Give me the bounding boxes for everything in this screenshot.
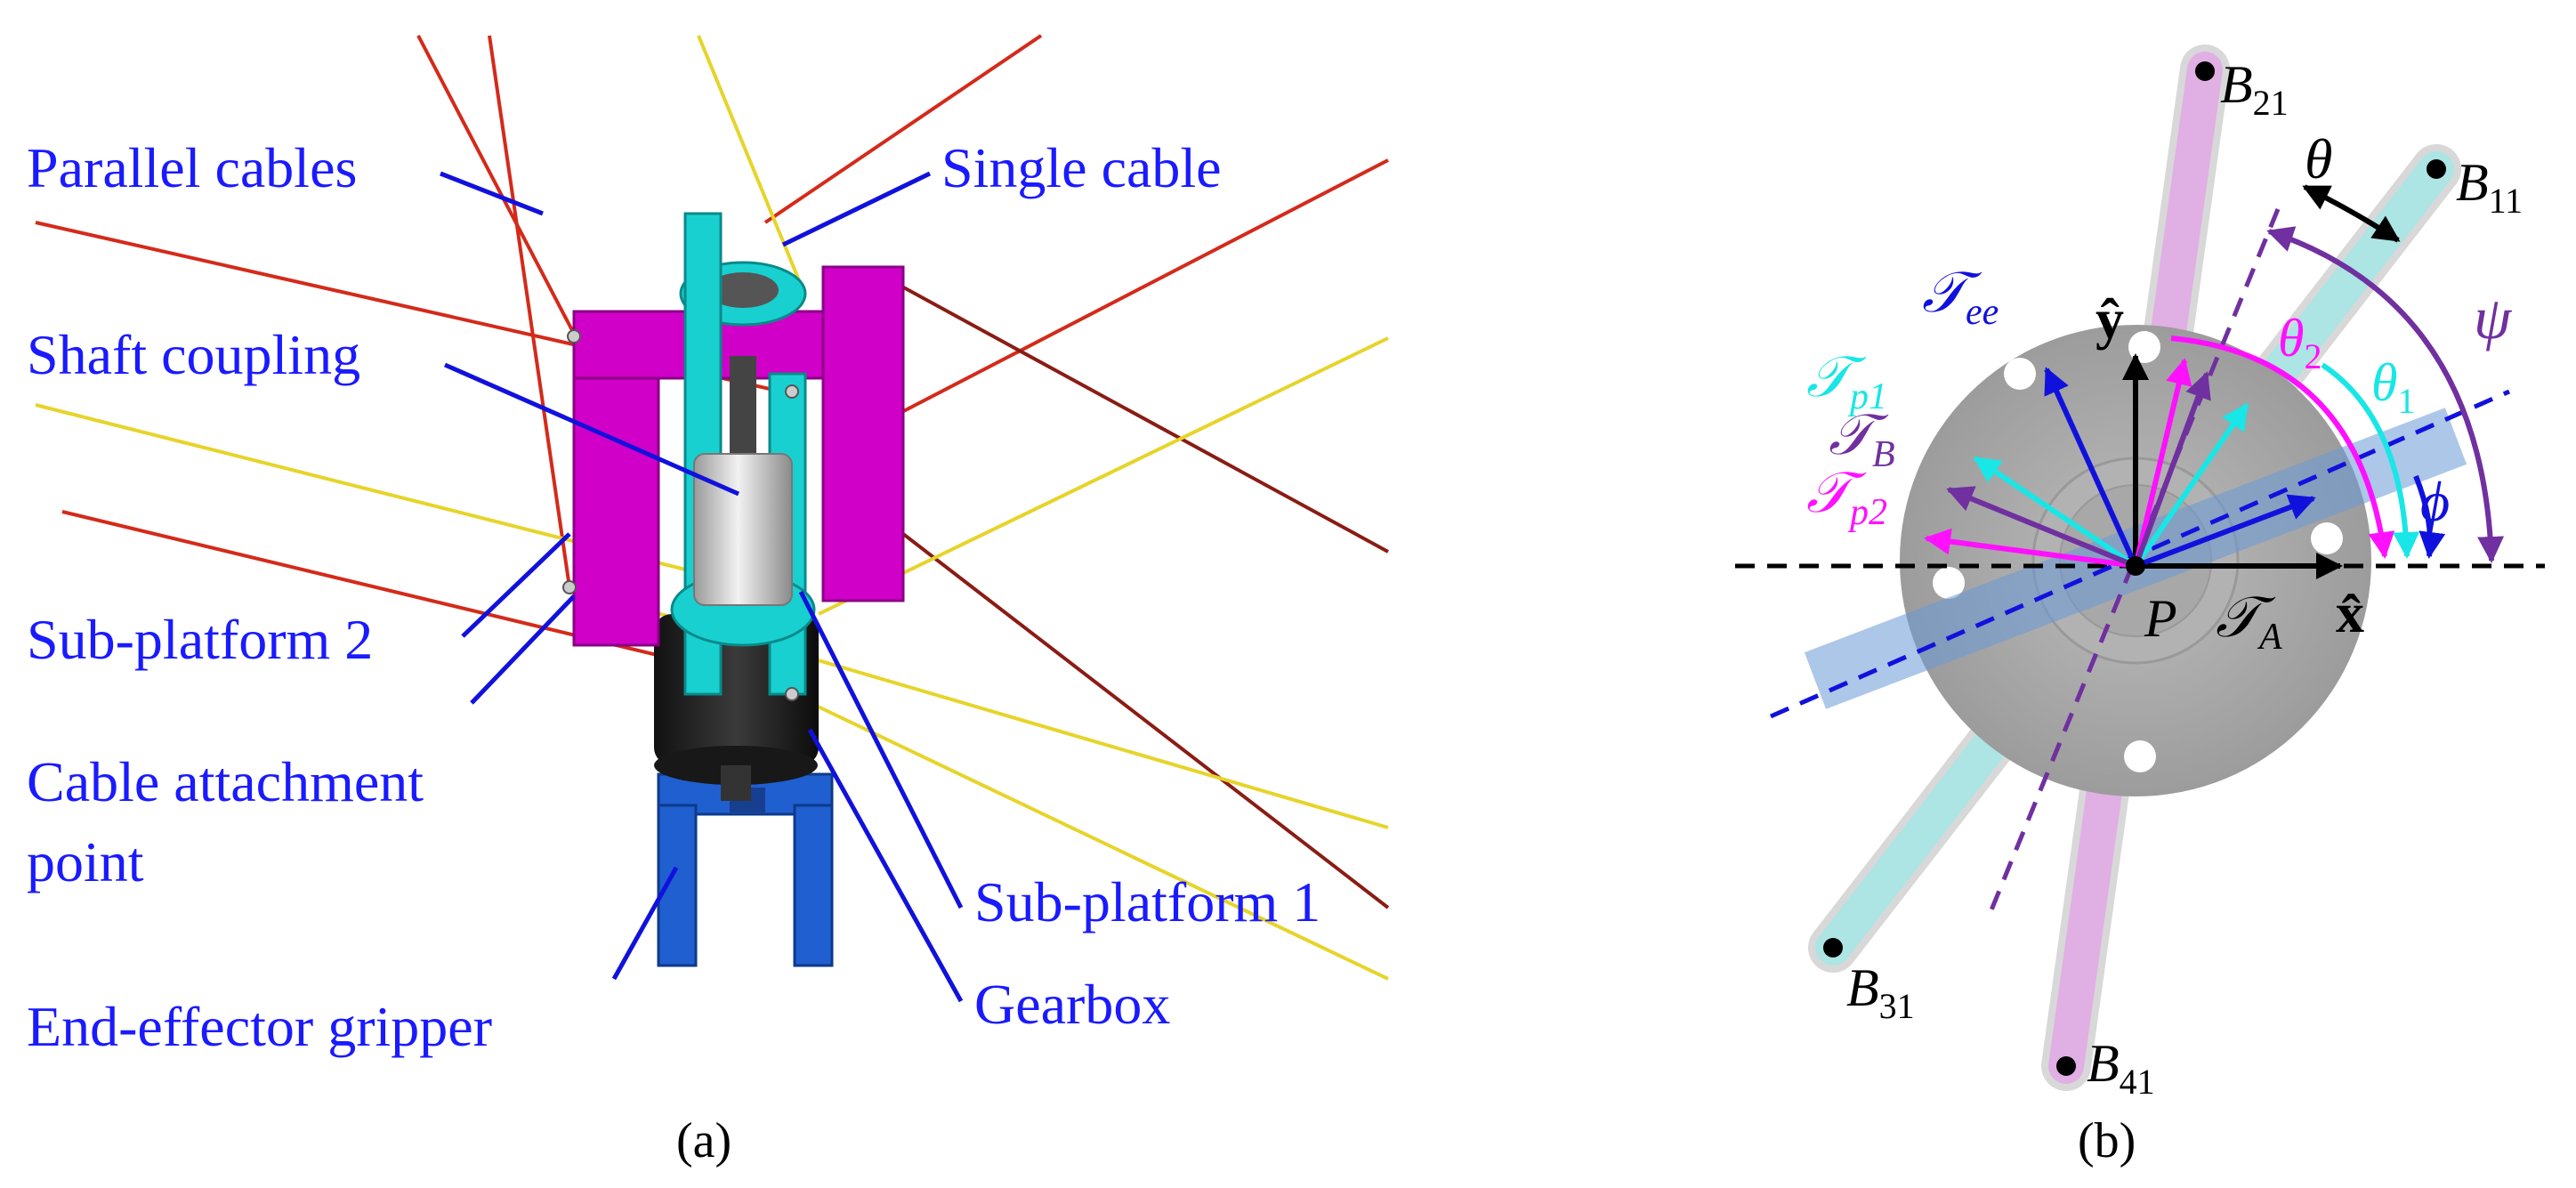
symbol-theta: θ <box>2305 127 2332 190</box>
cable-yellow <box>791 692 1389 981</box>
cable-darkred <box>898 283 1389 554</box>
cable-red <box>416 35 576 335</box>
symbol-psi: ψ <box>2474 284 2513 352</box>
symbol-y-axis: ŷ <box>2096 287 2124 351</box>
caption-b: (b) <box>2078 1113 2136 1168</box>
label-gearbox: Gearbox <box>974 973 1170 1036</box>
frame-tee: 𝒯ee <box>1922 261 1999 333</box>
symbol-phi: ϕ <box>2420 470 2450 533</box>
symbol-origin-p: P <box>2144 589 2177 648</box>
label-end-effector-gripper: End-effector gripper <box>27 995 492 1058</box>
cable-attachment-points <box>562 329 799 701</box>
angle-arcs <box>2170 184 2505 563</box>
label-cable-attachment-line1: Cable attachment <box>27 750 424 813</box>
origin-point <box>2126 556 2145 576</box>
cable-darkred <box>901 532 1390 909</box>
cable-red <box>763 34 1043 224</box>
label-cable-attachment-line2: point <box>27 830 144 893</box>
frame-tp2: 𝒯p2 <box>1806 461 1887 533</box>
caption-a: (a) <box>676 1113 731 1168</box>
label-single-cable: Single cable <box>941 136 1222 199</box>
symbol-theta2: θ2 <box>2278 309 2322 376</box>
cable-red <box>889 158 1389 420</box>
label-shaft-coupling: Shaft coupling <box>27 323 360 386</box>
panel-a: Parallel cables Single cable Shaft coupl… <box>27 34 1390 1168</box>
cable-points <box>1823 61 2446 1076</box>
label-b31: B31 <box>1846 958 1915 1026</box>
label-parallel-cables: Parallel cables <box>27 136 357 199</box>
cable-red <box>488 35 571 588</box>
cable-yellow <box>818 336 1389 616</box>
leader-lines <box>440 171 964 1003</box>
panel-b: B21 B11 B31 B41 θ ψ θ1 θ2 ϕ P ŷ x̂ 𝒯ee 𝒯… <box>1735 44 2545 1168</box>
shaft-coupling-part <box>693 356 793 606</box>
label-sub-platform-2: Sub-platform 2 <box>27 608 373 671</box>
label-sub-platform-1: Sub-platform 1 <box>974 870 1320 933</box>
label-b41: B41 <box>2087 1034 2155 1102</box>
label-b21: B21 <box>2220 55 2289 123</box>
symbol-x-axis: x̂ <box>2336 581 2364 644</box>
symbol-theta1: θ1 <box>2371 353 2415 421</box>
end-effector-gripper-part <box>657 772 834 967</box>
label-b11: B11 <box>2456 153 2523 221</box>
